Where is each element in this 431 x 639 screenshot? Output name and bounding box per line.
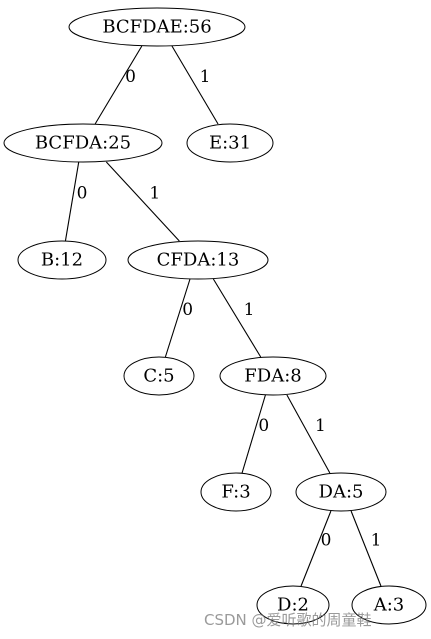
node-ellipse-c xyxy=(123,356,195,396)
node-ellipse-da xyxy=(295,472,387,512)
node-label-c: C:5 xyxy=(143,366,174,387)
node-f: F:3 xyxy=(200,472,272,512)
node-label-fda: FDA:8 xyxy=(244,366,301,387)
node-cfda: CFDA:13 xyxy=(127,240,269,280)
node-ellipse-cfda xyxy=(127,240,269,280)
watermark-text: CSDN @爱听歌的周童鞋 xyxy=(204,611,372,629)
node-e: E:31 xyxy=(186,123,274,163)
edge-bcfdae-e xyxy=(171,45,219,125)
node-b: B:12 xyxy=(17,240,107,280)
node-label-d: D:2 xyxy=(277,595,309,616)
node-ellipse-e xyxy=(186,123,274,163)
node-label-da: DA:5 xyxy=(319,482,364,503)
edge-label-fda-da: 1 xyxy=(315,416,326,436)
edge-label-cfda-c: 0 xyxy=(182,300,193,320)
edge-cfda-fda xyxy=(212,278,262,358)
edge-label-bcfdae-bcfda: 0 xyxy=(125,67,136,87)
node-fda: FDA:8 xyxy=(219,356,327,396)
edge-label-bcfda-cfda: 1 xyxy=(149,184,160,204)
edge-bcfdae-bcfda xyxy=(94,45,143,125)
node-ellipse-bcfda xyxy=(3,123,163,163)
node-ellipse-f xyxy=(200,472,272,512)
edge-bcfda-cfda xyxy=(105,161,180,242)
node-da: DA:5 xyxy=(295,472,387,512)
node-bcfda: BCFDA:25 xyxy=(3,123,163,163)
edge-label-da-a: 1 xyxy=(371,531,382,551)
edge-label-da-d: 0 xyxy=(321,531,332,551)
node-label-a: A:3 xyxy=(373,595,405,616)
edges-layer: 0 1 0 1 0 1 0 1 0 1 xyxy=(64,45,382,587)
node-label-bcfda: BCFDA:25 xyxy=(35,133,131,154)
node-a: A:3 xyxy=(351,585,427,625)
node-ellipse-fda xyxy=(219,356,327,396)
edge-label-cfda-fda: 1 xyxy=(244,300,255,320)
edge-da-a xyxy=(350,510,382,587)
edge-fda-f xyxy=(241,394,266,474)
edge-label-bcfdae-e: 1 xyxy=(200,67,211,87)
edge-label-fda-f: 0 xyxy=(258,416,269,436)
node-ellipse-d xyxy=(256,585,330,625)
edge-cfda-c xyxy=(164,278,191,358)
node-ellipse-b xyxy=(17,240,107,280)
edge-da-d xyxy=(300,510,332,587)
node-label-f: F:3 xyxy=(221,482,250,503)
node-label-cfda: CFDA:13 xyxy=(157,250,240,271)
edge-fda-da xyxy=(286,394,331,474)
node-bcfdae: BCFDAE:56 xyxy=(68,7,246,47)
node-label-e: E:31 xyxy=(209,133,251,154)
edge-label-bcfda-b: 0 xyxy=(77,184,88,204)
edge-bcfda-b xyxy=(64,161,80,242)
node-ellipse-bcfdae xyxy=(68,7,246,47)
node-c: C:5 xyxy=(123,356,195,396)
node-label-b: B:12 xyxy=(41,250,83,271)
node-label-bcfdae: BCFDAE:56 xyxy=(102,17,211,38)
node-d: D:2 xyxy=(256,585,330,625)
node-ellipse-a xyxy=(351,585,427,625)
